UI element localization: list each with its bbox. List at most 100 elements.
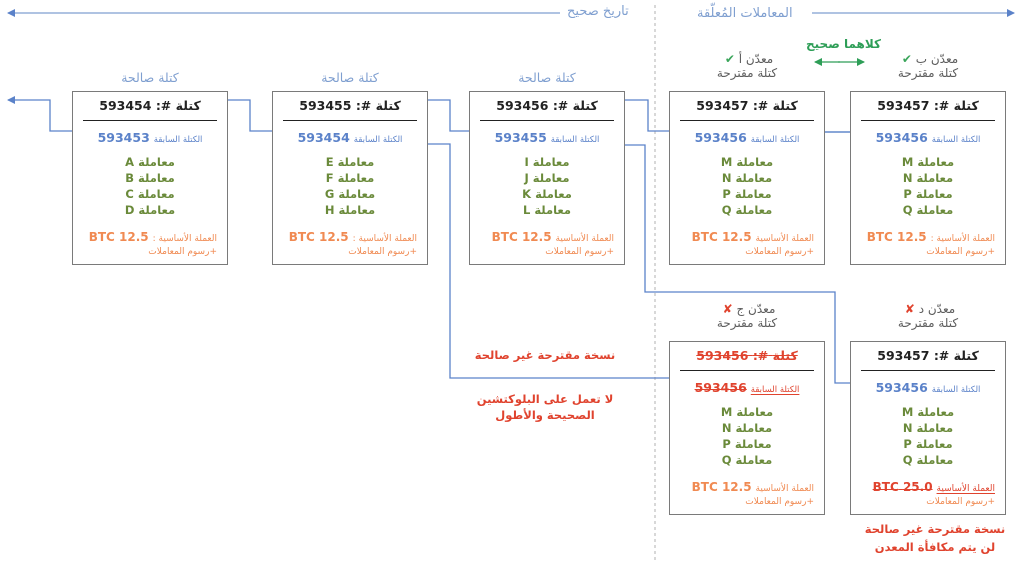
block-miner-c: كتلة #: 593456 الكتلة السابقة593456 معام… [669, 341, 825, 515]
transaction-fees: +رسوم المعاملات [545, 247, 614, 257]
cross-icon: ✘ [904, 302, 915, 316]
block-status: كتلة مقترحة [897, 316, 959, 330]
transaction-list: معاملة E معاملة F معاملة G معاملة H [273, 154, 427, 218]
transaction-list: معاملة M معاملة N معاملة P معاملة Q [670, 404, 824, 468]
note-d-invalid: نسخة مقترحة غير صالحة [864, 522, 1006, 536]
both-valid-label: كلاهما صحيح [806, 37, 881, 51]
transaction-row: معاملة I [524, 155, 570, 169]
transaction-fees: +رسوم المعاملات [148, 247, 217, 257]
coinbase-reward: العملة الأساسية12.5 BTC [491, 230, 614, 244]
block-status: كتلة مقترحة [897, 66, 959, 80]
transaction-fees: +رسوم المعاملات [348, 247, 417, 257]
label-block-C: ✘ معدّن ج كتلة مقترحة [669, 302, 825, 330]
block-header-struck: كتلة #: 593456 [680, 342, 814, 371]
block-593456: كتلة #: 593456 الكتلة السابقة593455 معام… [469, 91, 625, 265]
transaction-row: معاملة P [903, 437, 953, 451]
transaction-row: معاملة K [522, 187, 572, 201]
coinbase-reward: العملة الأساسية :12.5 BTC [288, 230, 417, 244]
block-header: كتلة #: 593457 [680, 92, 814, 121]
block-header: كتلة #: 593457 [861, 342, 995, 371]
transaction-row: معاملة N [902, 171, 954, 185]
note-d-reason: لن يتم مكافأة المعدن [874, 540, 996, 554]
miner-name: معدّن ب [915, 52, 959, 66]
correct-history-header: تاريخ صحيح [567, 4, 629, 19]
transaction-list: معاملة M معاملة N معاملة P معاملة Q [851, 404, 1005, 468]
transaction-list: معاملة M معاملة N معاملة P معاملة Q [851, 154, 1005, 218]
block-miner-a: كتلة #: 593457 الكتلة السابقة593456 معام… [669, 91, 825, 265]
note-c-invalid: نسخة مقترحة غير صالحة [474, 348, 616, 362]
block-status: كتلة مقترحة [716, 316, 778, 330]
transaction-row: معاملة M [720, 155, 774, 169]
note-c-reason-2: الصحيحة والأطول [495, 408, 595, 422]
transaction-row: معاملة C [125, 187, 175, 201]
previous-block: الكتلة السابقة593455 [494, 130, 600, 145]
transaction-row: معاملة D [124, 203, 176, 217]
block-header: كتلة #: 593457 [861, 92, 995, 121]
label-block-54: كتلة صالحة [121, 70, 179, 85]
transaction-row: معاملة L [522, 203, 572, 217]
block-status: كتلة مقترحة [716, 66, 778, 80]
transaction-fees: +رسوم المعاملات [926, 247, 995, 257]
miner-name: معدّن د [918, 302, 956, 316]
miner-name: معدّن ج [736, 302, 776, 316]
label-block-A: ✔ معدّن أ كتلة مقترحة [669, 52, 825, 80]
transaction-row: معاملة N [721, 171, 773, 185]
transaction-row: معاملة P [903, 187, 953, 201]
link-55-54 [213, 96, 292, 132]
transaction-list: معاملة A معاملة B معاملة C معاملة D [73, 154, 227, 218]
transaction-row: معاملة N [902, 421, 954, 435]
transaction-row: معاملة M [720, 405, 774, 419]
previous-block: الكتلة السابقة593456 [875, 130, 981, 145]
transaction-row: معاملة A [125, 155, 175, 169]
transaction-row: معاملة H [324, 203, 376, 217]
coinbase-reward: العملة الأساسية :12.5 BTC [88, 230, 217, 244]
transaction-fees: +رسوم المعاملات [745, 247, 814, 257]
coinbase-reward: العملة الأساسية12.5 BTC [691, 230, 814, 244]
transaction-list: معاملة I معاملة J معاملة K معاملة L [470, 154, 624, 218]
link-C-55 [411, 140, 690, 379]
block-miner-d: كتلة #: 593457 الكتلة السابقة593456 معام… [850, 341, 1006, 515]
link-D-56 [609, 141, 880, 384]
miner-name: معدّن أ [738, 52, 774, 66]
transaction-row: معاملة Q [902, 203, 954, 217]
coinbase-reward-struck: العملة الأساسية25.0 BTC [872, 480, 995, 494]
transaction-fees: +رسوم المعاملات [926, 497, 995, 507]
transaction-row: معاملة B [125, 171, 175, 185]
transaction-row: معاملة Q [721, 203, 773, 217]
transaction-row: معاملة Q [902, 453, 954, 467]
transaction-row: معاملة E [325, 155, 375, 169]
check-icon: ✔ [724, 52, 735, 66]
block-miner-b: كتلة #: 593457 الكتلة السابقة593456 معام… [850, 91, 1006, 265]
transaction-fees: +رسوم المعاملات [745, 497, 814, 507]
pending-transactions-header: المعاملات المُعلّقة [697, 6, 793, 21]
transaction-row: معاملة M [901, 155, 955, 169]
coinbase-reward: العملة الأساسية12.5 BTC [691, 480, 814, 494]
label-block-56: كتلة صالحة [518, 70, 576, 85]
transaction-row: معاملة N [721, 421, 773, 435]
block-593454: كتلة #: 593454 الكتلة السابقة593453 معام… [72, 91, 228, 265]
block-header: كتلة #: 593454 [83, 92, 217, 121]
block-header: كتلة #: 593456 [480, 92, 614, 121]
transaction-row: معاملة F [325, 171, 375, 185]
transaction-row: معاملة M [901, 405, 955, 419]
label-block-55: كتلة صالحة [321, 70, 379, 85]
previous-block: الكتلة السابقة593453 [97, 130, 203, 145]
transaction-row: معاملة P [722, 437, 772, 451]
block-header: كتلة #: 593455 [283, 92, 417, 121]
note-c-reason-1: لا تعمل على البلوكتشين [476, 392, 614, 406]
transaction-row: معاملة G [324, 187, 376, 201]
cross-icon: ✘ [722, 302, 733, 316]
block-593455: كتلة #: 593455 الكتلة السابقة593454 معام… [272, 91, 428, 265]
previous-block-struck: الكتلة السابقة593456 [694, 380, 800, 395]
previous-block: الكتلة السابقة593456 [875, 380, 981, 395]
label-block-D: ✘ معدّن د كتلة مقترحة [850, 302, 1006, 330]
transaction-row: معاملة P [722, 187, 772, 201]
previous-block: الكتلة السابقة593454 [297, 130, 403, 145]
transaction-row: معاملة Q [721, 453, 773, 467]
label-block-B: ✔ معدّن ب كتلة مقترحة [850, 52, 1006, 80]
coinbase-reward: العملة الأساسية :12.5 BTC [866, 230, 995, 244]
previous-block: الكتلة السابقة593456 [694, 130, 800, 145]
transaction-list: معاملة M معاملة N معاملة P معاملة Q [670, 154, 824, 218]
transaction-row: معاملة J [524, 171, 570, 185]
check-icon: ✔ [901, 52, 912, 66]
